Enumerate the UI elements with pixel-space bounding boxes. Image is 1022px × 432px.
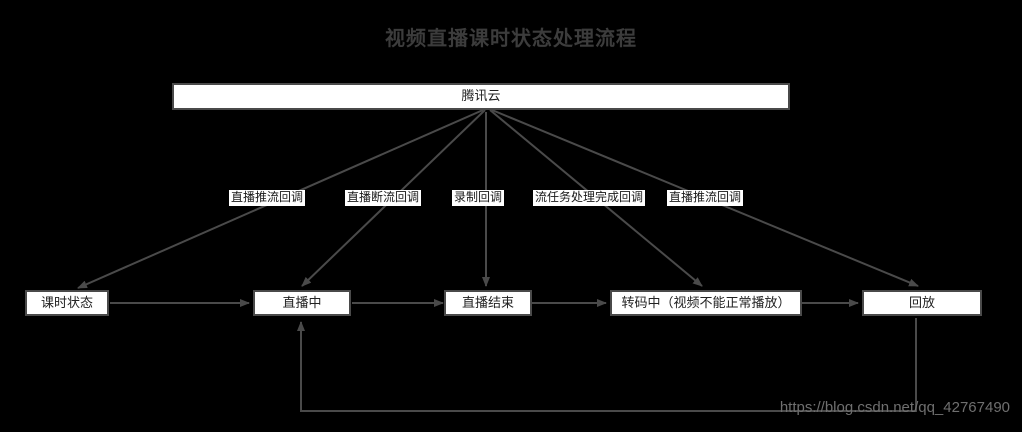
node-live-ended[interactable]: 直播结束 [444, 290, 532, 316]
page-title: 视频直播课时状态处理流程 [385, 26, 637, 50]
node-playback[interactable]: 回放 [862, 290, 982, 316]
edge-playback-to-living-loop [297, 318, 917, 412]
node-lesson-status[interactable]: 课时状态 [25, 290, 109, 316]
node-transcoding[interactable]: 转码中（视频不能正常播放） [610, 290, 802, 316]
node-label: 课时状态 [40, 295, 93, 311]
edge-label-stream-break-callback: 直播断流回调 [345, 190, 422, 206]
node-label: 转码中（视频不能正常播放） [621, 295, 791, 311]
node-label: 腾讯云 [461, 89, 501, 104]
edge-label-push-stream-callback-right: 直播推流回调 [667, 190, 744, 206]
edge-label-record-callback: 录制回调 [452, 190, 505, 206]
node-label: 回放 [908, 295, 935, 311]
node-label: 直播中 [282, 295, 322, 311]
node-living[interactable]: 直播中 [253, 290, 351, 316]
edge-label-stream-task-done-callback: 流任务处理完成回调 [533, 190, 646, 206]
watermark-text: https://blog.csdn.net/qq_42767490 [779, 399, 1010, 416]
node-label: 直播结束 [461, 295, 514, 311]
edge-label-push-stream-callback-left: 直播推流回调 [229, 190, 306, 206]
node-tencent-cloud[interactable]: 腾讯云 [172, 83, 790, 110]
